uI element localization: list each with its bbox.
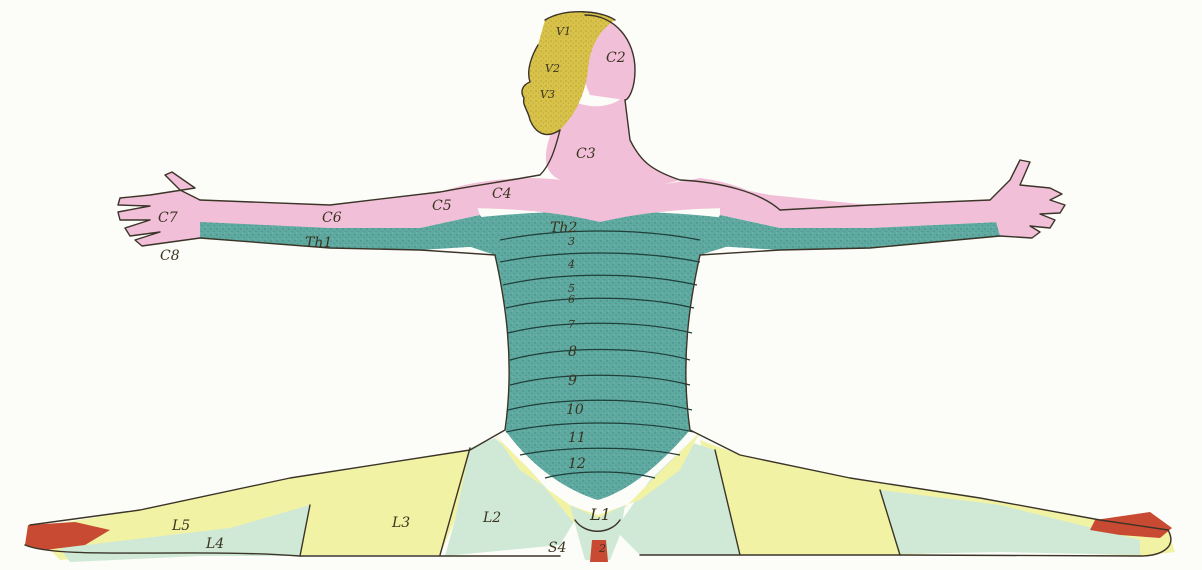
label-s4: S4 xyxy=(548,540,567,556)
label-c7: C7 xyxy=(158,210,178,226)
label-th2: Th2 xyxy=(550,220,577,236)
label-t11: 11 xyxy=(568,430,586,446)
label-t10: 10 xyxy=(566,402,584,418)
label-c8: C8 xyxy=(160,248,180,264)
label-th1: Th1 xyxy=(305,235,332,251)
label-t8: 8 xyxy=(568,344,577,360)
dermatome-c7-right-hand xyxy=(990,160,1065,238)
label-t3: 3 xyxy=(568,235,575,248)
label-t7: 7 xyxy=(568,318,575,331)
label-l5: L5 xyxy=(171,518,190,534)
label-s2: 2 xyxy=(598,542,606,555)
label-c5: C5 xyxy=(432,198,452,214)
label-c4: C4 xyxy=(492,186,512,202)
label-c6: C6 xyxy=(322,210,342,226)
label-l2: L2 xyxy=(482,510,501,526)
label-t12: 12 xyxy=(568,456,586,472)
label-v3: V3 xyxy=(540,88,555,101)
label-c2: C2 xyxy=(606,50,626,66)
label-t9: 9 xyxy=(568,373,577,389)
label-l4: L4 xyxy=(205,536,224,552)
label-v1: V1 xyxy=(556,25,571,38)
label-l3: L3 xyxy=(391,515,410,531)
label-c3: C3 xyxy=(576,146,596,162)
label-t4: 4 xyxy=(567,258,575,271)
label-t6: 6 xyxy=(568,293,575,306)
label-v2: V2 xyxy=(545,62,560,75)
label-l1: L1 xyxy=(589,505,611,524)
